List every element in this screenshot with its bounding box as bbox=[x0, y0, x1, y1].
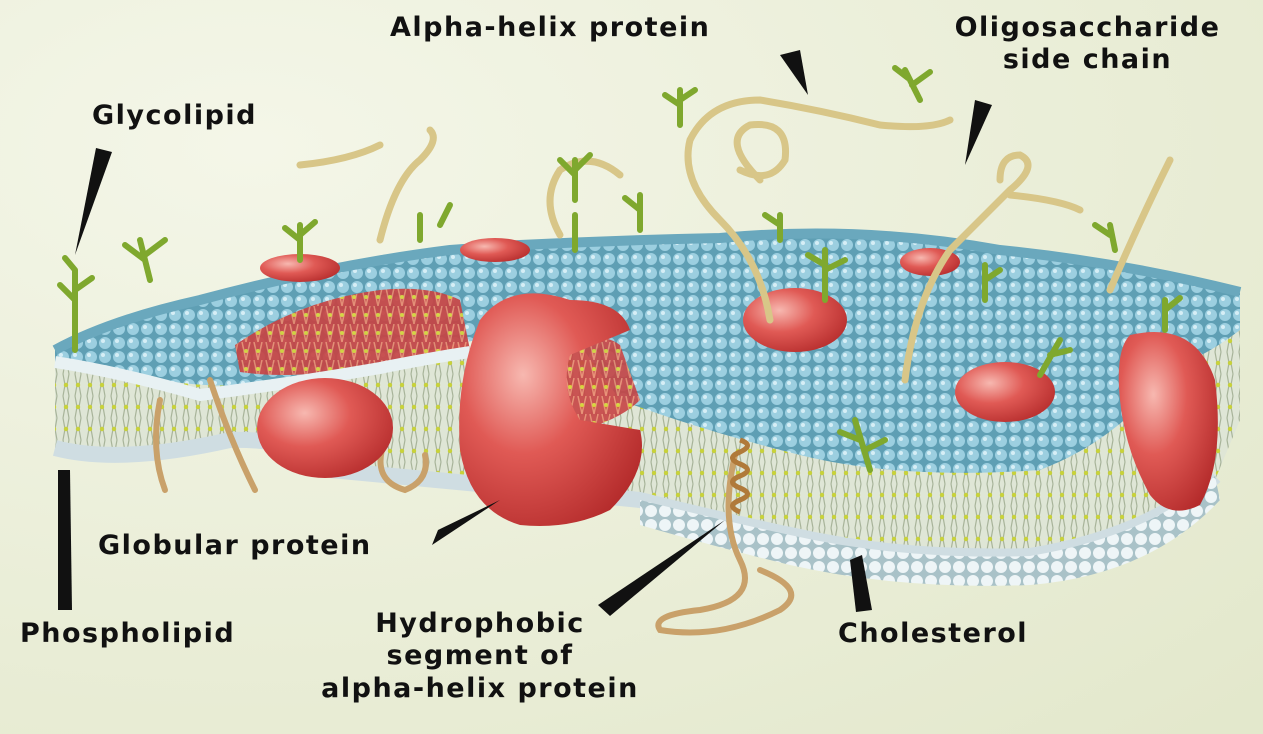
pointer-phospholipid bbox=[58, 470, 72, 610]
label-oligosaccharide: Oligosaccharide side chain bbox=[915, 12, 1260, 77]
label-hydrophobic-line2: segment of bbox=[270, 640, 690, 672]
label-hydrophobic-line1: Hydrophobic bbox=[270, 608, 690, 640]
label-hydrophobic-segment: Hydrophobic segment of alpha-helix prote… bbox=[270, 608, 690, 705]
protein-left bbox=[257, 378, 393, 478]
label-glycolipid: Glycolipid bbox=[92, 100, 257, 132]
protein-mid-top bbox=[743, 288, 847, 352]
label-alpha-helix-protein: Alpha-helix protein bbox=[390, 12, 710, 44]
label-phospholipid: Phospholipid bbox=[20, 618, 235, 650]
label-cholesterol: Cholesterol bbox=[838, 618, 1028, 650]
label-oligosaccharide-line2: side chain bbox=[915, 44, 1260, 76]
label-hydrophobic-line3: alpha-helix protein bbox=[270, 673, 690, 705]
label-globular-protein: Globular protein bbox=[98, 530, 372, 562]
label-oligosaccharide-line1: Oligosaccharide bbox=[915, 12, 1260, 44]
protein-small-top-mid bbox=[460, 238, 530, 262]
